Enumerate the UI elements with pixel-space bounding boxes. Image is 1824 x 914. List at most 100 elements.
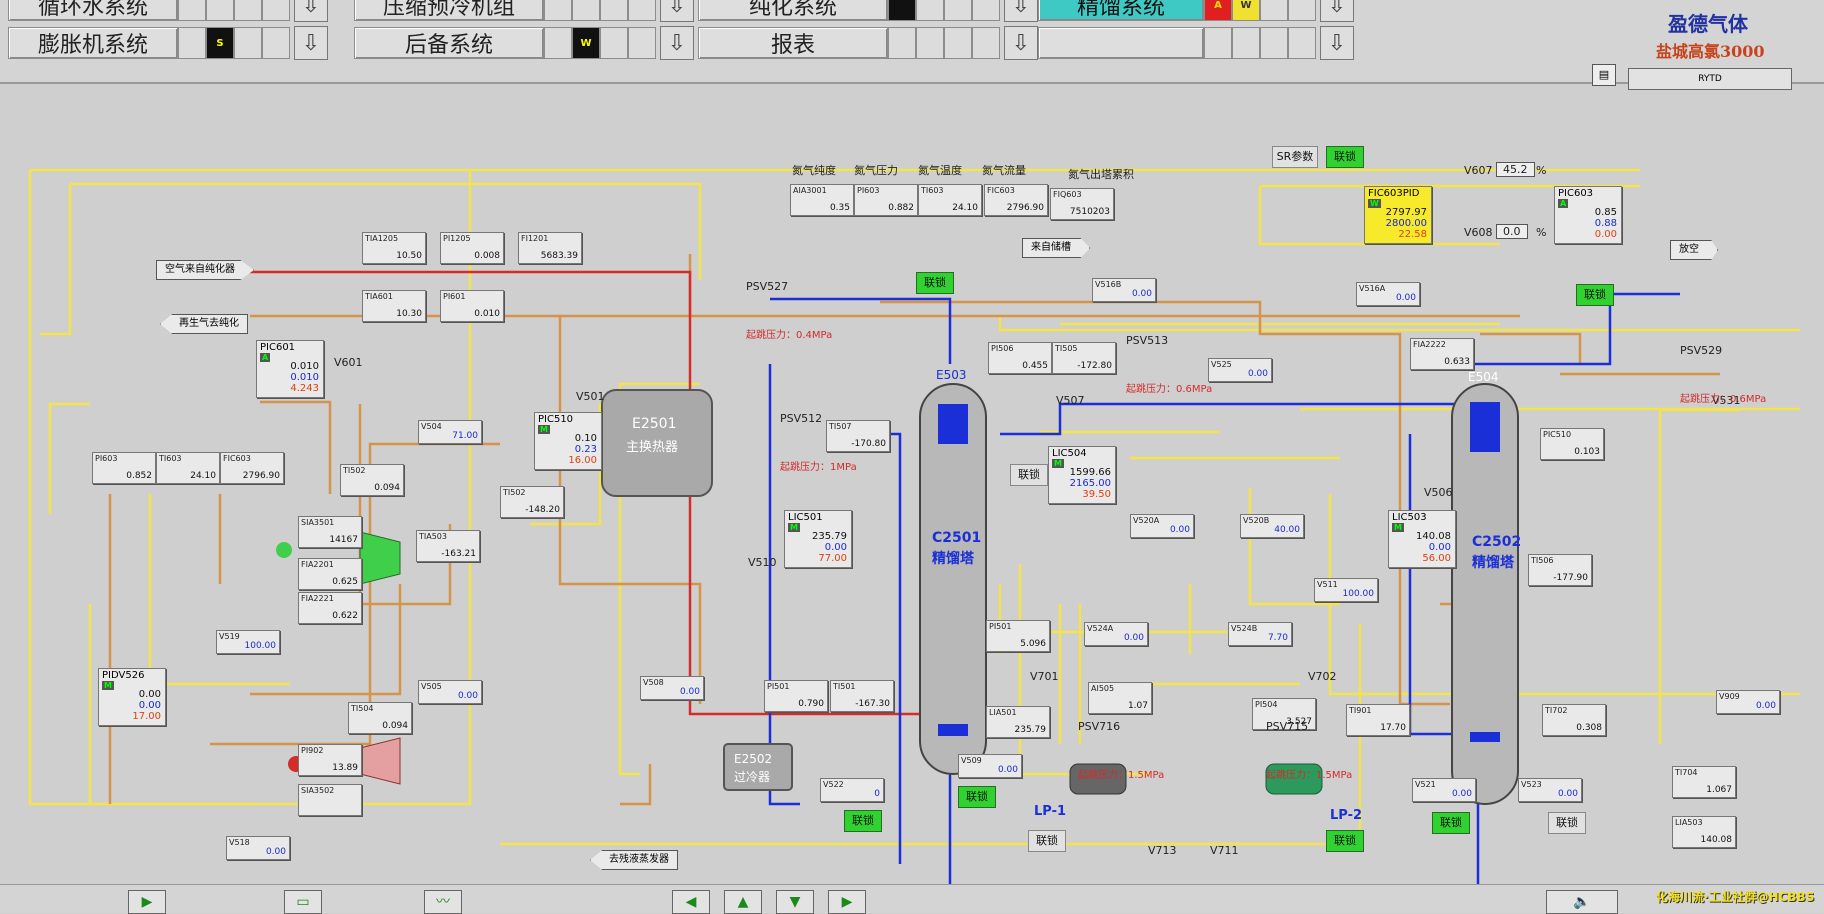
interlock-button[interactable]: 联锁: [1010, 464, 1048, 486]
dropdown-arrow-icon[interactable]: ⇩: [1320, 26, 1354, 60]
purification-system-button[interactable]: 纯化系统: [698, 0, 888, 21]
measurement-box[interactable]: TI502-148.20: [500, 486, 564, 518]
trend-icon[interactable]: 〰: [424, 890, 462, 914]
dropdown-arrow-icon[interactable]: ⇩: [1320, 0, 1354, 22]
measurement-box[interactable]: SIA3502: [298, 784, 362, 816]
valve-label[interactable]: V501: [576, 390, 605, 403]
measurement-box[interactable]: TI505-172.80: [1052, 342, 1116, 374]
interlock-button[interactable]: 联锁: [1326, 830, 1364, 852]
valve-label[interactable]: V702: [1308, 670, 1337, 683]
valve-label[interactable]: V506: [1424, 486, 1453, 499]
play-icon[interactable]: ▶: [128, 890, 166, 914]
dropdown-arrow-icon[interactable]: ⇩: [1004, 0, 1038, 22]
measurement-box[interactable]: TI506-177.90: [1528, 554, 1592, 586]
measurement-box[interactable]: TI507-170.80: [826, 420, 890, 452]
interlock-button[interactable]: 联锁: [958, 786, 996, 808]
dropdown-arrow-icon[interactable]: ⇩: [294, 0, 328, 22]
dropdown-arrow-icon[interactable]: ⇩: [660, 0, 694, 22]
valve-label[interactable]: V607: [1464, 164, 1493, 177]
psv-tag[interactable]: PSV716: [1078, 720, 1121, 733]
interlock-button[interactable]: 联锁: [1432, 812, 1470, 834]
interlock-button[interactable]: 联锁: [1028, 830, 1066, 852]
interlock-button[interactable]: 联锁: [1576, 284, 1614, 306]
report-button[interactable]: 报表: [698, 27, 888, 59]
compressor-precool-button[interactable]: 压缩预冷机组: [354, 0, 544, 21]
print-icon[interactable]: ▤: [1592, 64, 1616, 86]
valve-label[interactable]: V701: [1030, 670, 1059, 683]
valve-label[interactable]: V608: [1464, 226, 1493, 239]
arrow-left-icon[interactable]: ◀: [672, 890, 710, 914]
psv-tag[interactable]: PSV512: [780, 412, 823, 425]
interlock-button[interactable]: 联锁: [844, 810, 882, 832]
valve-label[interactable]: V510: [748, 556, 777, 569]
empty-system-button[interactable]: [1038, 27, 1204, 59]
interlock-button[interactable]: 联锁: [1548, 812, 1586, 834]
dropdown-arrow-icon[interactable]: ⇩: [660, 26, 694, 60]
valve-label[interactable]: V531: [1712, 394, 1741, 407]
cooling-water-system-button[interactable]: 循环水系统: [8, 0, 178, 21]
psv-tag[interactable]: PSV529: [1680, 344, 1723, 357]
sr-params-button[interactable]: SR参数: [1272, 146, 1318, 168]
dropdown-arrow-icon[interactable]: ⇩: [1004, 26, 1038, 60]
valve-label[interactable]: V507: [1056, 394, 1085, 407]
expander-system-button[interactable]: 膨胀机系统: [8, 27, 178, 59]
psv-tag[interactable]: PSV513: [1126, 334, 1169, 347]
measurement-box[interactable]: TI501-167.30: [830, 680, 894, 712]
interlock-button[interactable]: 联锁: [1326, 146, 1364, 168]
valve-label[interactable]: V711: [1210, 844, 1239, 857]
speaker-icon[interactable]: 🔈: [1546, 890, 1618, 914]
dropdown-arrow-icon[interactable]: ⇩: [294, 26, 328, 60]
backup-system-button[interactable]: 后备系统: [354, 27, 544, 59]
